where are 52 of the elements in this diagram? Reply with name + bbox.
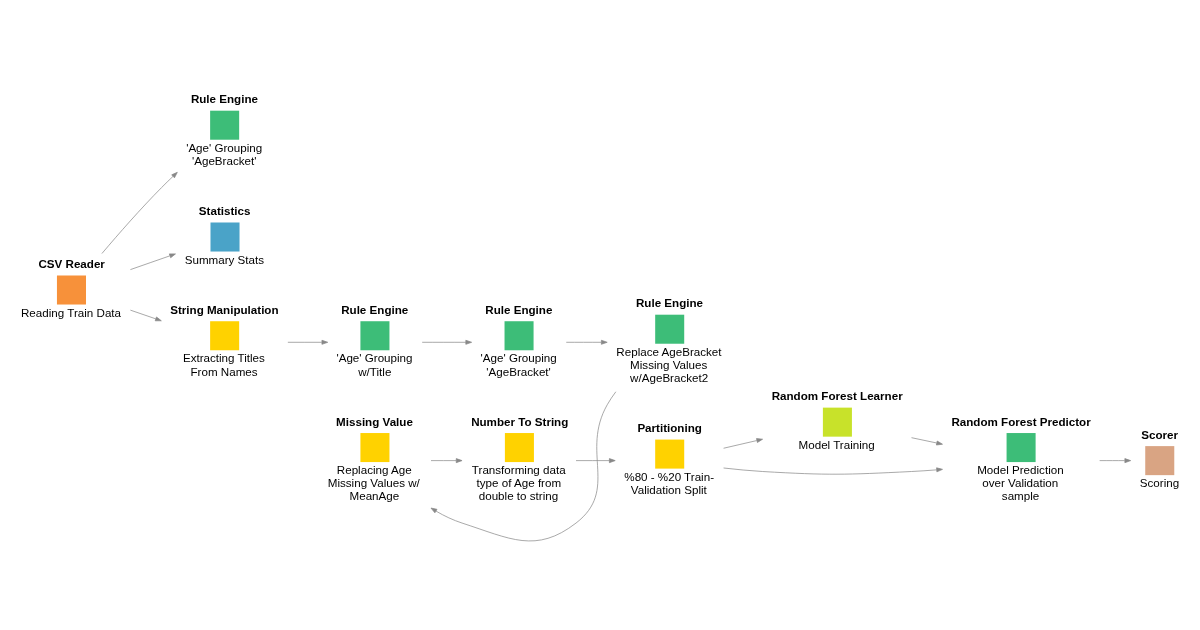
node-label: Missing Value: [336, 414, 413, 428]
node-box-text: [1006, 433, 1036, 463]
node-label: 'Age' Grouping w/Title: [336, 351, 413, 378]
node-label: %80 - %20 Train- Validation Split: [624, 469, 715, 496]
node-label: Rule Engine: [190, 92, 258, 106]
node-label: 'Age' Grouping 'AgeBracket': [480, 351, 557, 378]
node-label: Random Forest Predictor: [951, 414, 1091, 428]
arrow: [430, 458, 463, 464]
node-label: Reading Train Data: [21, 305, 122, 319]
node-box-text: [360, 433, 390, 463]
node-label: Model Training: [798, 437, 875, 451]
node-box-text: [210, 321, 240, 351]
node-label: Scorer: [1141, 427, 1179, 441]
node-label: Number To String: [471, 414, 569, 428]
node-label: Model Prediction over Validation sample: [977, 463, 1064, 503]
node-label: CSV Reader: [38, 257, 105, 271]
arrow: [130, 309, 162, 322]
arrow: [565, 339, 608, 345]
node-box-text: [655, 439, 685, 469]
arrow: [911, 437, 943, 446]
arrow: [287, 339, 329, 345]
node-box-text: [360, 321, 390, 351]
node-label: Partitioning: [637, 421, 702, 435]
arrow: [575, 458, 616, 464]
node-label: String Manipulation: [170, 302, 279, 316]
arrow: [101, 171, 178, 254]
node-label: Rule Engine: [635, 296, 704, 310]
node-box-text: [210, 222, 240, 252]
arrow: [421, 339, 472, 345]
arrow: [723, 438, 763, 449]
node-label: 'Age' Grouping 'AgeBracket': [186, 140, 263, 167]
node-label: Replace AgeBracket Missing Values w/AgeBracket2: [616, 344, 722, 385]
node-box-text: [504, 433, 534, 463]
arrow: [130, 253, 176, 270]
arrow: [430, 391, 617, 542]
arrow: [1099, 458, 1132, 464]
node-label: Scoring: [1139, 476, 1180, 490]
node-label: Transforming data type of Age from double to string: [471, 463, 566, 503]
arrow: [723, 467, 943, 475]
node-label: Random Forest Learner: [771, 389, 903, 403]
node-label: Replacing Age Missing Values w/ MeanAge: [327, 463, 420, 503]
node-label: Summary Stats: [184, 252, 265, 266]
node-box-text: [822, 407, 852, 437]
node-label: Rule Engine: [341, 302, 409, 316]
node-label: Rule Engine: [485, 302, 553, 316]
node-label: Extracting Titles From Names: [182, 351, 265, 378]
node-box-text: [504, 321, 534, 351]
node-box-text: [655, 314, 685, 344]
node-box-text: [1145, 446, 1175, 476]
node-box-text: [56, 275, 86, 305]
node-label: Statistics: [198, 204, 251, 218]
node-box-text: [210, 110, 240, 140]
